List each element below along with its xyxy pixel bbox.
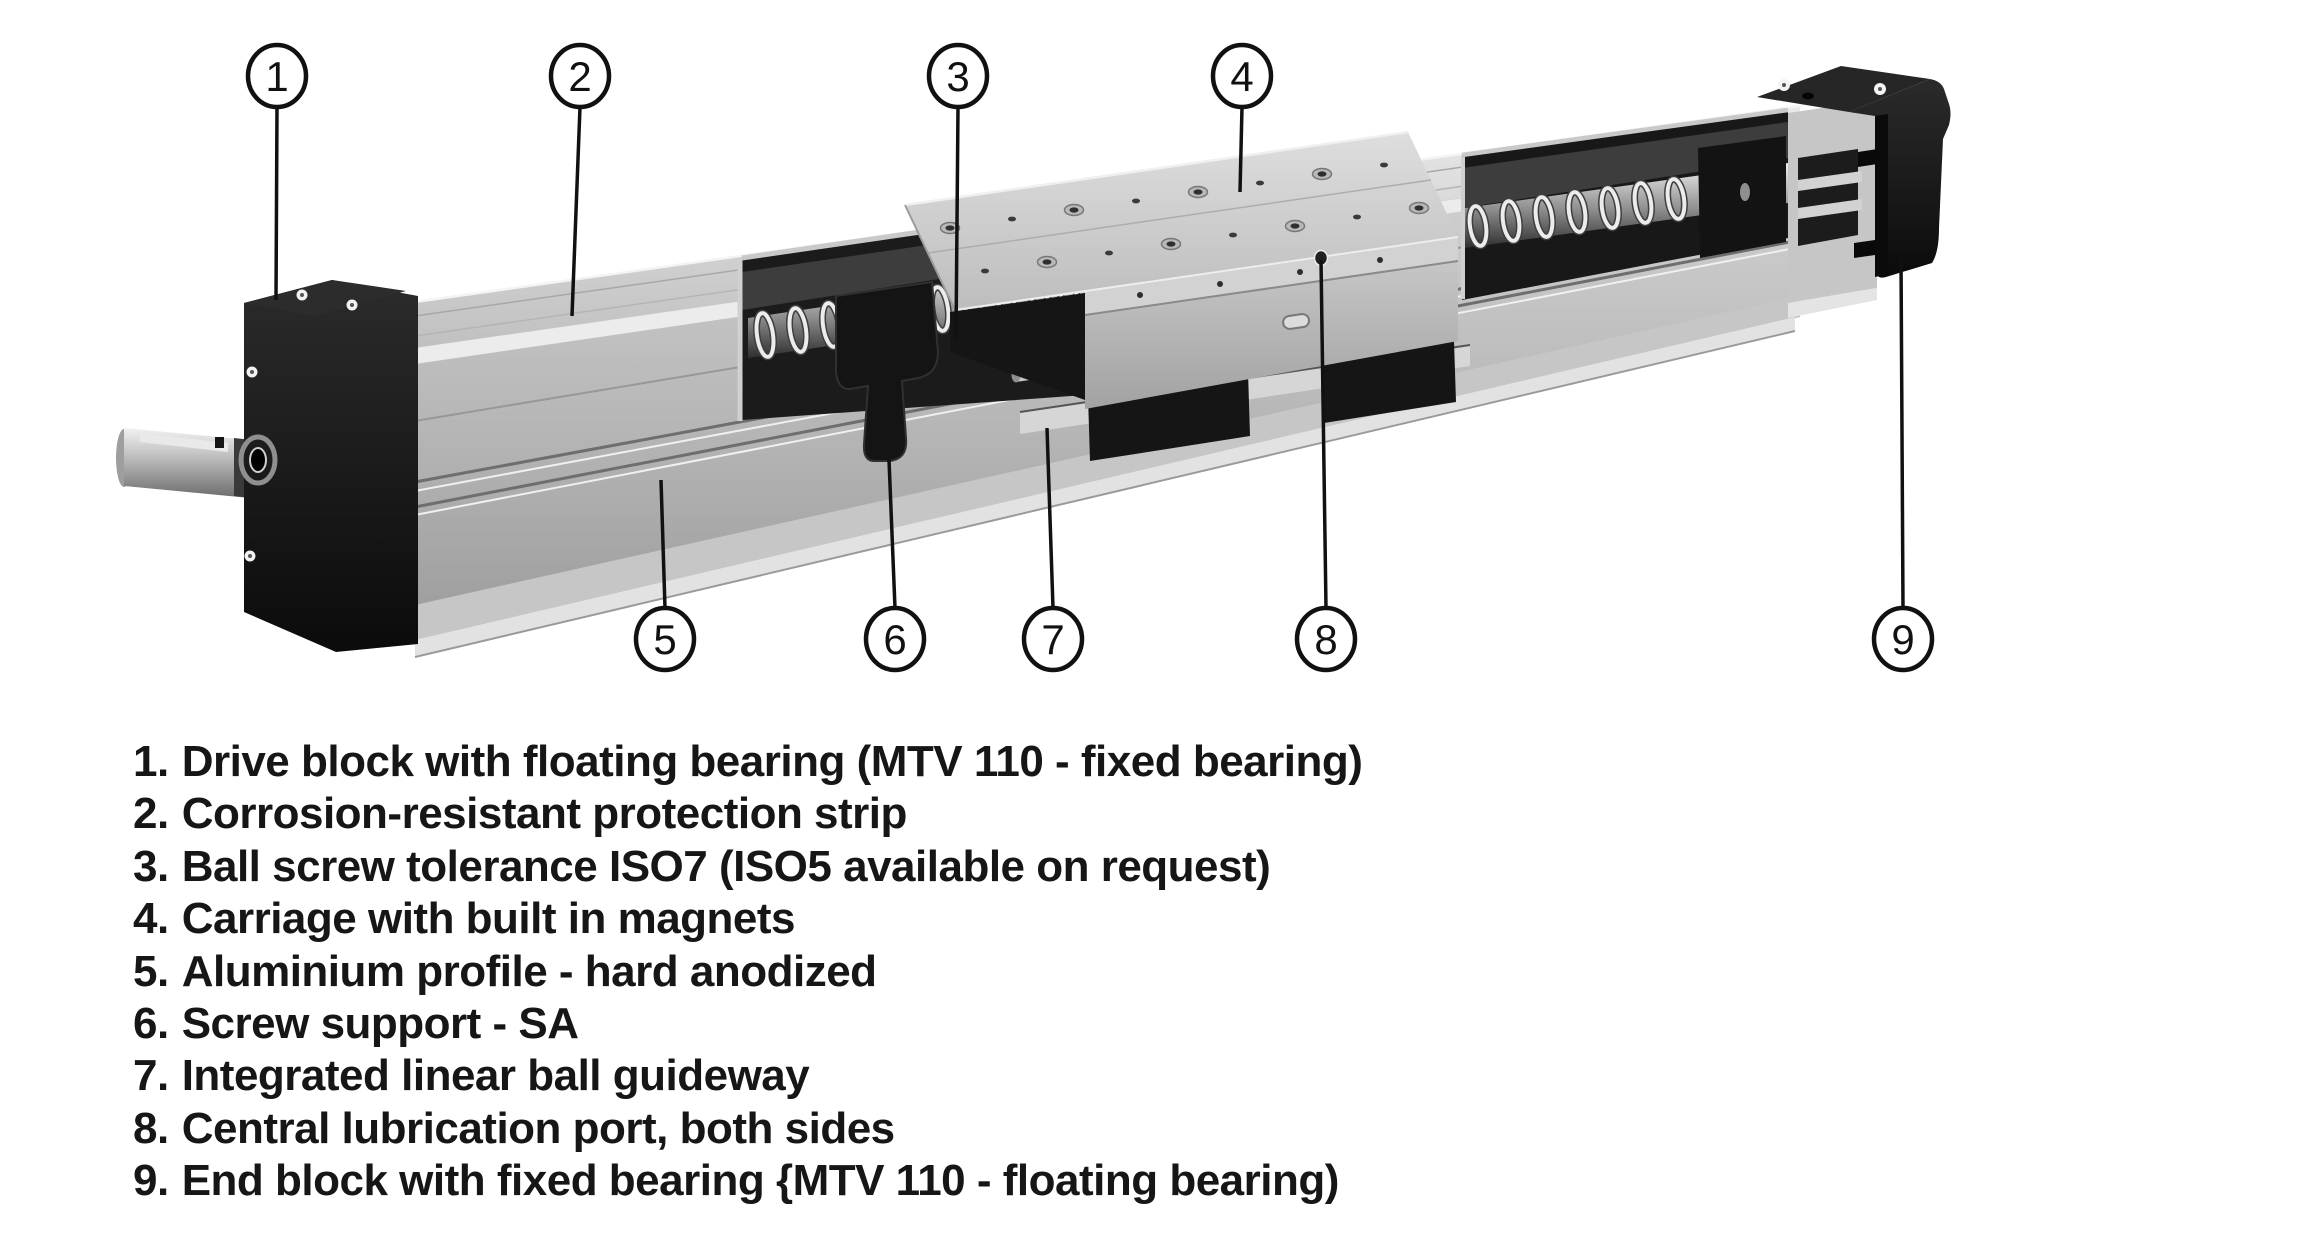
legend-item-text: Integrated linear ball guideway [181,1051,810,1101]
legend-item-number: 6. [133,998,169,1048]
svg-text:5: 5 [653,616,676,663]
end-block [1757,66,1951,278]
callout-8: 8 [1294,259,1358,673]
callout-2: 2 [548,42,612,317]
callout-4: 4 [1210,42,1274,193]
legend-item-number: 7. [133,1051,169,1101]
legend-item: 6.Screw support - SA [133,998,1362,1050]
svg-text:1: 1 [265,53,288,100]
legend-item-text: End block with fixed bearing {MTV 110 - … [181,1156,1340,1206]
legend-item-number: 1. [133,737,169,786]
callout-9: 9 [1871,257,1935,673]
legend-item-text: Drive block with floating bearing (MTV 1… [181,737,1363,786]
callout-3: 3 [926,42,990,339]
legend-item-text: Central lubrication port, both sides [181,1103,895,1153]
svg-text:7: 7 [1041,616,1064,663]
legend-item: 7.Integrated linear ball guideway [133,1050,1362,1102]
callouts: 1 2 3 4 5 6 7 [245,42,1935,673]
carriage-mounting-holes [939,162,1430,274]
profile-cross-section [1788,100,1884,318]
right-cutaway [1461,107,1789,300]
drive-shaft [116,428,252,498]
legend-item-number: 4. [133,894,169,944]
callout-5: 5 [633,479,697,673]
legend-item-number: 3. [133,841,169,891]
legend-item-number: 8. [133,1103,169,1153]
carriage-slot [1282,313,1311,330]
parts-legend: 1.Drive block with floating bearing (MTV… [133,736,1363,1208]
callout-6: 6 [863,459,927,673]
legend-item: 9.End block with fixed bearing {MTV 110 … [133,1155,1362,1207]
legend-item-text: Aluminium profile - hard anodized [181,946,877,996]
callout-7: 7 [1021,427,1085,673]
carriage [904,130,1471,461]
legend-item-text: Screw support - SA [181,998,579,1048]
legend-item-text: Ball screw tolerance ISO7 (ISO5 availabl… [181,841,1271,891]
svg-text:8: 8 [1314,616,1337,663]
legend-item-number: 2. [133,789,169,839]
legend-item: 8.Central lubrication port, both sides [133,1103,1362,1155]
svg-text:4: 4 [1230,53,1253,100]
legend-item: 1.Drive block with floating bearing (MTV… [133,736,1363,788]
drive-block [238,280,418,652]
guide-block-right [1322,341,1456,423]
legend-item: 2.Corrosion-resistant protection strip [133,788,1362,840]
end-block-top [1757,66,1930,112]
callout-1: 1 [245,42,309,301]
svg-text:3: 3 [946,53,969,100]
legend-item-number: 5. [133,946,169,996]
drive-block-top [244,280,406,316]
legend-item: 5.Aluminium profile - hard anodized [133,946,1362,998]
floating-bearing [238,434,278,486]
ball-screw-coils-right [1466,175,1688,250]
svg-text:6: 6 [883,616,906,663]
legend-item-text: Corrosion-resistant protection strip [181,789,908,839]
legend-item-text: Carriage with built in magnets [181,894,796,944]
drive-block-body [244,280,418,652]
end-block-body [1849,79,1951,278]
carriage-upper-band [1085,237,1458,315]
linear-actuator [116,66,1951,658]
legend-item: 3.Ball screw tolerance ISO7 (ISO5 availa… [133,841,1362,893]
legend-item-number: 9. [133,1156,169,1206]
svg-text:2: 2 [568,53,591,100]
carriage-side-holes [1137,257,1383,298]
svg-text:9: 9 [1891,616,1914,663]
legend-item: 4.Carriage with built in magnets [133,893,1362,945]
